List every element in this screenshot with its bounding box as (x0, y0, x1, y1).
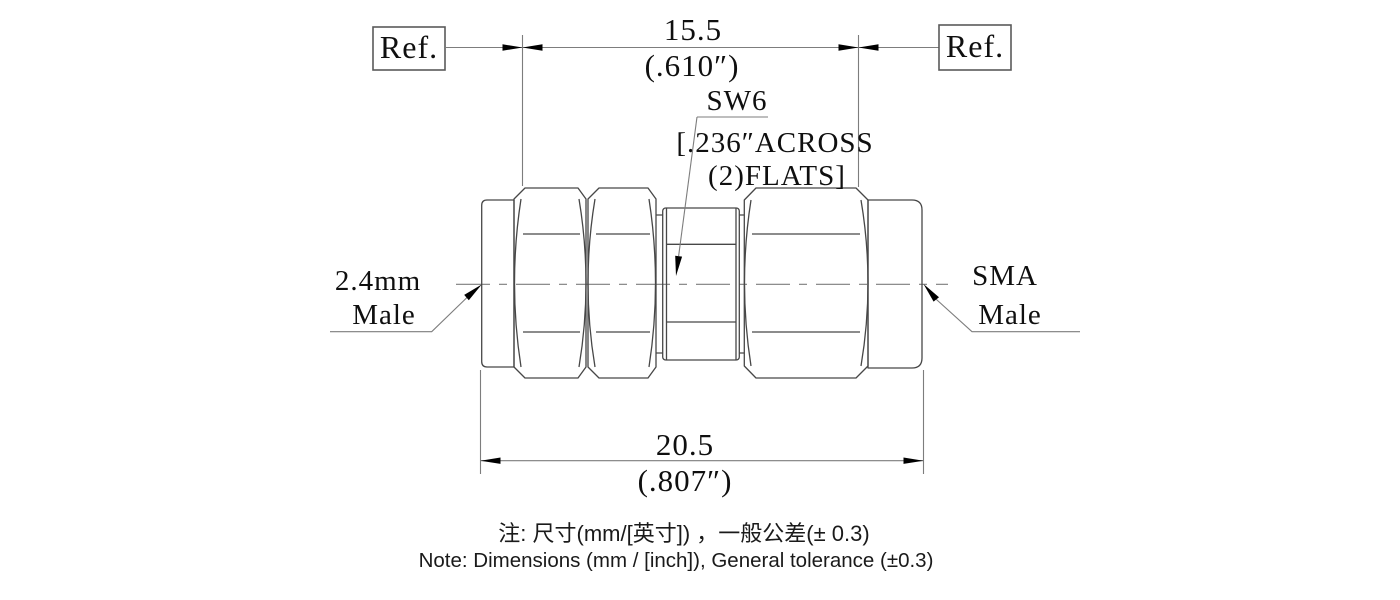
sw6-flats-label: (2)FLATS] (708, 160, 846, 192)
ref-callout-left: Ref. (372, 26, 446, 71)
dimension-bottom: 20.5 (.807″) (479, 370, 925, 498)
sw6-across-label: [.236″ACROSS (676, 127, 873, 159)
arrowhead-icon (522, 44, 543, 51)
note-line-en: Note: Dimensions (mm / [inch]), General … (419, 549, 934, 572)
right-hex-flat-lines (752, 233, 860, 333)
right-connector-line1: SMA (972, 260, 1038, 292)
ref-left-label: Ref. (380, 29, 438, 65)
sw6-hex-outline (662, 207, 740, 361)
ref-box-left (372, 26, 446, 71)
right-barrel (867, 199, 923, 369)
right-leader-line (935, 298, 1080, 333)
sw6-hex-flat-lines (666, 243, 736, 323)
hex-nut-a-corner-curves (513, 198, 587, 368)
hex-nut-b-corner-curves (587, 198, 657, 368)
connector-body (481, 187, 923, 379)
arrowhead-icon (464, 284, 482, 301)
neck-right (739, 214, 745, 354)
hex-nut-b-flat-lines (596, 233, 650, 333)
right-connector-line2: Male (978, 299, 1042, 331)
hex-nut-a-outline (513, 187, 587, 379)
neck-left (656, 214, 663, 354)
sw6-hex-inner-edges (665, 208, 737, 360)
dimension-top: 15.5 (.610″) (446, 12, 939, 187)
dim-bottom-inch-label: (.807″) (638, 463, 733, 498)
left-leader-line (330, 297, 468, 333)
arrowhead-icon (923, 284, 939, 302)
dim-bottom-mm-label: 20.5 (656, 427, 714, 462)
left-connector-label: 2.4mm Male (330, 265, 482, 333)
sw6-leader-line (678, 116, 698, 257)
dim-top-inch-label: (.610″) (645, 48, 740, 83)
arrowhead-icon (903, 457, 924, 464)
right-connector-label: SMA Male (923, 260, 1080, 333)
arrowhead-icon (675, 255, 683, 276)
arrowhead-icon (838, 44, 859, 51)
sw6-callout: SW6 [.236″ACROSS (2)FLATS] (675, 85, 873, 276)
hex-nut-b-outline (587, 187, 657, 379)
ref-right-label: Ref. (946, 28, 1004, 64)
hex-nut-a-flat-lines (523, 233, 580, 333)
arrowhead-icon (480, 457, 501, 464)
sw6-label: SW6 (707, 85, 768, 117)
arrowhead-icon (858, 44, 879, 51)
ref-box-right (938, 24, 1012, 71)
right-hex-outline (743, 187, 869, 379)
left-connector-line1: 2.4mm (335, 265, 421, 297)
left-connector-line2: Male (352, 299, 416, 331)
left-barrel (481, 199, 515, 368)
dim-top-mm-label: 15.5 (664, 12, 722, 47)
ref-callout-right: Ref. (938, 24, 1012, 71)
right-hex-corner-curves (743, 199, 869, 367)
notes: 注: 尺寸(mm/[英寸]) ，一般公差(± 0.3) Note: Dimens… (419, 521, 934, 572)
arrowhead-icon (502, 44, 523, 51)
note-line-cn: 注: 尺寸(mm/[英寸]) ，一般公差(± 0.3) (498, 521, 869, 546)
